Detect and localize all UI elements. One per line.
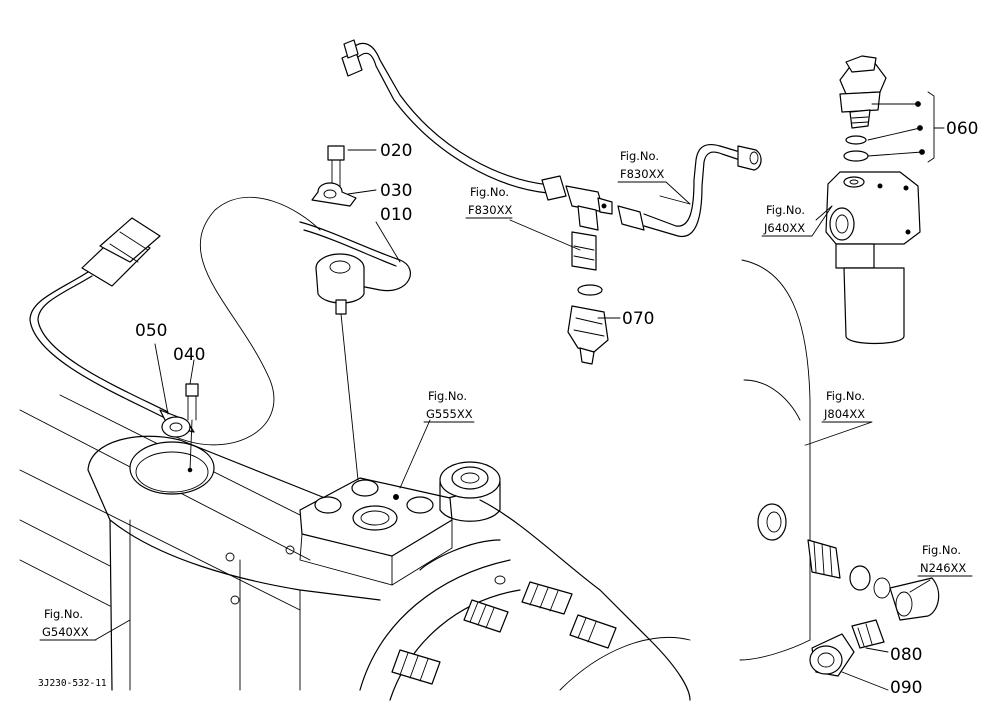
fig-code: N246XX: [920, 561, 966, 575]
fig-label: Fig.No.: [44, 607, 83, 621]
fig-ref-f830-left: Fig.No. F830XX: [465, 185, 513, 219]
fig-ref-j804: Fig.No. J804XX: [805, 389, 873, 446]
fig-label: Fig.No.: [470, 185, 509, 199]
sensor-assembly: [299, 145, 411, 481]
tank-fittings: [739, 259, 940, 677]
transmission-housing: [19, 394, 691, 701]
fig-ref-n246: Fig.No. N246XX: [917, 543, 973, 577]
callout-090: 090: [890, 678, 922, 698]
fig-label: Fig.No.: [428, 389, 467, 403]
filter-assembly: [825, 55, 945, 345]
sensor-harness: [29, 196, 321, 473]
fig-label: Fig.No.: [620, 149, 659, 163]
fig-label: Fig.No.: [826, 389, 865, 403]
callout-010: 010: [380, 205, 412, 225]
fig-code: F830XX: [620, 167, 664, 181]
fig-ref-j640: Fig.No. J640XX: [761, 203, 833, 237]
fig-code: J804XX: [823, 407, 865, 421]
callout-050: 050: [135, 321, 167, 341]
callout-030: 030: [380, 181, 412, 201]
fig-label: Fig.No.: [766, 203, 805, 217]
fig-code: J640XX: [763, 221, 805, 235]
fig-ref-g540: Fig.No. G540XX: [39, 607, 97, 641]
flange-studs: [391, 581, 617, 685]
callout-070: 070: [622, 309, 654, 329]
leader-lines: [94, 149, 931, 691]
callout-020: 020: [380, 141, 412, 161]
fig-ref-f830-right: Fig.No. F830XX: [617, 149, 691, 205]
callout-080: 080: [890, 645, 922, 665]
fig-code: G555XX: [426, 407, 473, 421]
fig-label: Fig.No.: [922, 543, 961, 557]
fig-code: F830XX: [468, 203, 512, 217]
callout-040: 040: [173, 345, 205, 365]
fig-ref-g555: Fig.No. G555XX: [423, 389, 475, 423]
drawing-code: 3J230-532-11: [38, 678, 107, 689]
callout-060: 060: [946, 119, 978, 139]
pressure-line: [341, 39, 762, 365]
fig-code: G540XX: [42, 625, 89, 639]
